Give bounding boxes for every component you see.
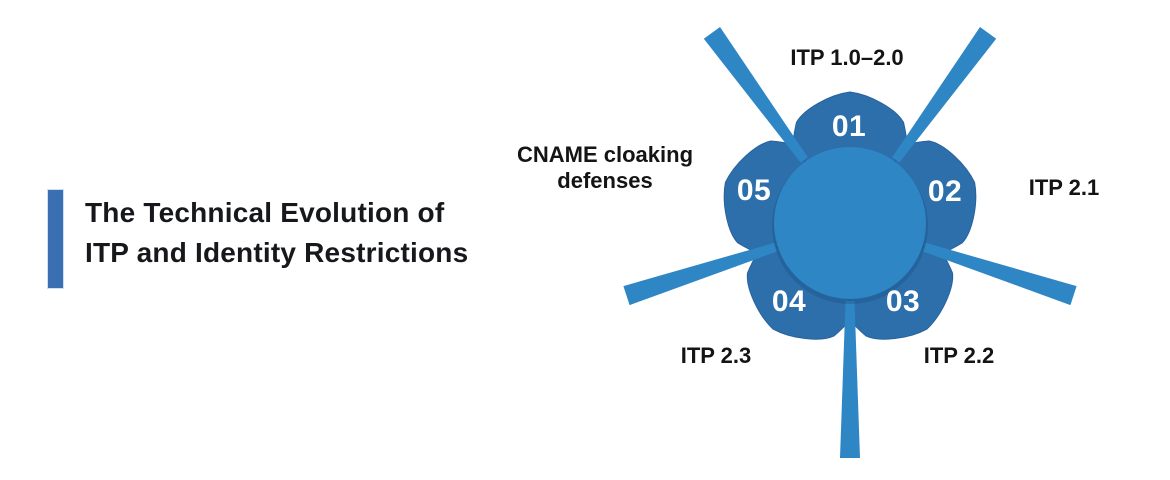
step-label-itp-1-0-2-0: ITP 1.0–2.0 [790,45,904,70]
ray-top-left [703,27,808,163]
ray-right [922,242,1077,306]
ray-group [623,27,1077,458]
center-circle [774,147,926,299]
ray-top-right [892,27,997,163]
page-title-line-2: ITP and Identity Restrictions [85,237,469,268]
step-label-cname-cloaking-defenses: CNAME cloaking defenses [516,142,694,193]
page-title: The Technical Evolution of ITP and Ident… [85,193,468,273]
step-number-01: 01 [831,110,867,143]
step-label-itp-2-1: ITP 2.1 [1028,175,1100,200]
step-number-03: 03 [885,285,921,318]
step-number-05: 05 [736,174,772,207]
step-number-04: 04 [771,285,807,318]
ray-left [623,242,778,306]
page-title-line-1: The Technical Evolution of [85,197,445,228]
step-number-02: 02 [927,175,963,208]
step-label-itp-2-2: ITP 2.2 [923,343,995,368]
step-label-itp-2-3: ITP 2.3 [680,343,752,368]
ray-bottom [840,301,860,458]
title-accent-bar [47,189,64,289]
